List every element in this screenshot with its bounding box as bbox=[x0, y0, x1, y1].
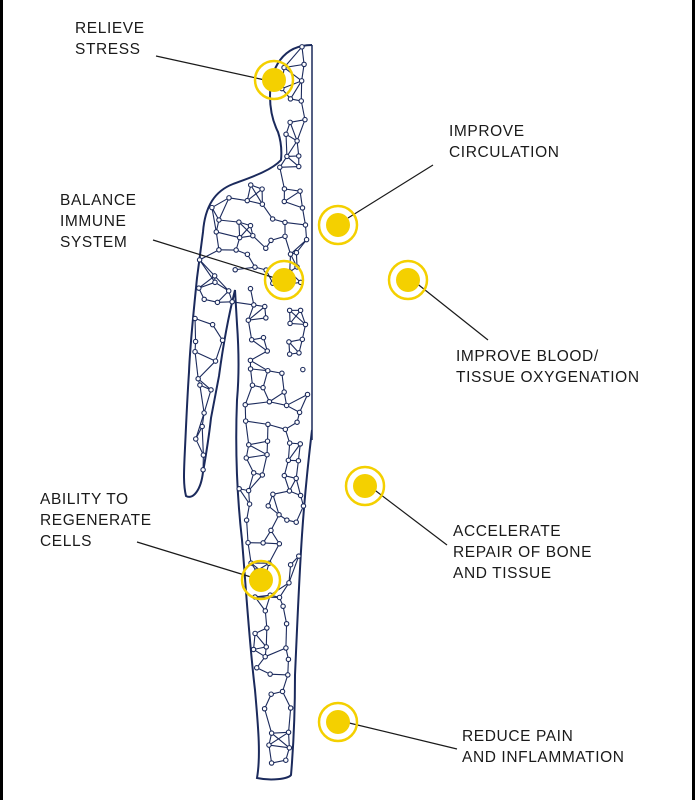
callout-line: IMMUNE bbox=[60, 213, 127, 230]
leader-improve-circulation bbox=[347, 164, 434, 219]
marker-accelerate-repair bbox=[344, 465, 386, 507]
callout-line: AND INFLAMMATION bbox=[462, 749, 625, 766]
callout-line: STRESS bbox=[75, 41, 141, 58]
callout-line: REDUCE PAIN bbox=[462, 728, 574, 745]
marker-ability-regenerate bbox=[240, 559, 282, 601]
leader-lines bbox=[136, 55, 489, 750]
callout-line: IMPROVE BLOOD/ bbox=[456, 348, 599, 365]
callout-accelerate-repair: ACCELERATE REPAIR OF BONE AND TISSUE bbox=[453, 521, 592, 584]
leader-reduce-pain bbox=[344, 721, 458, 750]
marker-reduce-pain bbox=[317, 701, 359, 743]
callout-ability-to-regenerate-cells: ABILITY TO REGENERATE CELLS bbox=[40, 489, 152, 552]
callout-line: TISSUE OXYGENATION bbox=[456, 369, 640, 386]
human-body-figure bbox=[136, 44, 489, 781]
callout-line: ABILITY TO bbox=[40, 491, 129, 508]
callout-reduce-pain: REDUCE PAIN AND INFLAMMATION bbox=[462, 726, 625, 768]
callout-line: IMPROVE bbox=[449, 123, 525, 140]
callout-relieve-stress: RELIEVE STRESS bbox=[75, 18, 145, 60]
markers bbox=[240, 59, 429, 743]
callout-line: ACCELERATE bbox=[453, 523, 562, 540]
leader-relieve-stress bbox=[155, 55, 266, 81]
marker-improve-blood bbox=[387, 259, 429, 301]
callout-balance-immune-system: BALANCE IMMUNE SYSTEM bbox=[60, 190, 137, 253]
leader-ability-regenerate bbox=[136, 541, 252, 578]
callout-line: BALANCE bbox=[60, 192, 137, 209]
infographic-canvas: RELIEVE STRESS IMPROVE CIRCULATION BALAN… bbox=[3, 0, 692, 800]
leader-balance-immune bbox=[152, 239, 276, 279]
callout-line: CELLS bbox=[40, 533, 93, 550]
callout-line: REPAIR OF BONE bbox=[453, 544, 593, 561]
callout-line: REGENERATE bbox=[40, 512, 152, 529]
callout-line: RELIEVE bbox=[75, 20, 145, 37]
callout-line: CIRCULATION bbox=[449, 144, 560, 161]
callout-improve-blood-oxygenation: IMPROVE BLOOD/ TISSUE OXYGENATION bbox=[456, 346, 640, 388]
leader-improve-blood bbox=[414, 281, 489, 341]
callout-line: AND TISSUE bbox=[453, 565, 552, 582]
callout-improve-circulation: IMPROVE CIRCULATION bbox=[449, 121, 560, 163]
marker-improve-circulation bbox=[317, 204, 359, 246]
callout-line: SYSTEM bbox=[60, 234, 128, 251]
leader-accelerate-repair bbox=[371, 487, 448, 546]
marker-relieve-stress bbox=[253, 59, 295, 101]
marker-balance-immune bbox=[263, 259, 305, 301]
